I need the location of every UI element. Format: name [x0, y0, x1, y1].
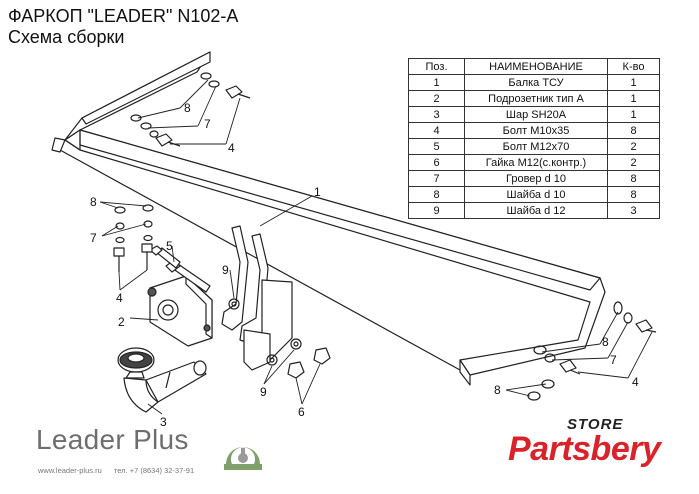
- callout-6: 6: [298, 405, 305, 419]
- callout-labels: 1 2 3 4 4 4 5 6 7 7 7 8 8 8 8 9 9: [90, 101, 639, 429]
- cell-position: 6: [408, 154, 465, 171]
- watermark-partsbery: Partsbery: [508, 430, 661, 468]
- callout-1: 1: [314, 185, 321, 199]
- header-name: НАИМЕНОВАНИЕ: [464, 58, 608, 75]
- diagram-title: ФАРКОП "LEADER" N102-A: [8, 6, 239, 26]
- cell-name: Гровер d 10: [464, 170, 608, 187]
- cell-quantity: 8: [607, 122, 660, 139]
- bolt-m12-group: [149, 245, 211, 293]
- cell-position: 2: [408, 90, 465, 107]
- cell-position: 9: [408, 202, 465, 219]
- table-header-row: Поз. НАИМЕНОВАНИЕ К-во: [408, 58, 660, 75]
- callout-5: 5: [166, 239, 173, 253]
- socket-plate: [147, 275, 213, 347]
- right-fasteners: [527, 301, 657, 401]
- callout-4-right: 4: [632, 375, 639, 389]
- callout-8-left: 8: [90, 195, 97, 209]
- cell-position: 7: [408, 170, 465, 187]
- callout-2: 2: [118, 315, 125, 329]
- cell-name: Подрозетник тип А: [464, 90, 608, 107]
- cell-quantity: 8: [607, 170, 660, 187]
- brand-name: Leader Plus: [36, 424, 189, 455]
- cell-quantity: 2: [607, 138, 660, 155]
- callout-8-bottom: 8: [494, 383, 501, 397]
- header-position: Поз.: [408, 58, 465, 75]
- callout-8-right: 8: [602, 335, 609, 349]
- cell-quantity: 1: [607, 90, 660, 107]
- mounting-brackets: [221, 225, 293, 371]
- callout-4-top: 4: [228, 141, 235, 155]
- callout-7-top: 7: [204, 117, 211, 131]
- cell-position: 3: [408, 106, 465, 123]
- diagram-subtitle: Схема сборки: [8, 27, 125, 47]
- cell-name: Болт М10х35: [464, 122, 608, 139]
- cell-name: Гайка М12(с.контр.): [464, 154, 608, 171]
- callout-7-left: 7: [90, 231, 97, 245]
- callout-4-left: 4: [116, 291, 123, 305]
- left-fasteners: [113, 204, 154, 272]
- watermark-store: STORE: [567, 416, 624, 433]
- callout-9-upper: 9: [222, 263, 229, 277]
- brand-website: www.leader-plus.ru: [38, 466, 102, 475]
- callout-8-top: 8: [184, 101, 191, 115]
- cell-position: 5: [408, 138, 465, 155]
- header-quantity: К-во: [607, 58, 660, 75]
- cell-position: 8: [408, 186, 465, 203]
- cell-name: Шайба d 10: [464, 186, 608, 203]
- cell-quantity: 2: [607, 154, 660, 171]
- tow-ball: [117, 347, 207, 413]
- callout-3: 3: [160, 415, 167, 429]
- callout-9-lower: 9: [260, 385, 267, 399]
- cell-quantity: 8: [607, 186, 660, 203]
- brand-phone: тел. +7 (8634) 32-37-91: [113, 466, 195, 475]
- brand-contacts: www.leader-plus.ru тел. +7 (8634) 32-37-…: [38, 466, 204, 475]
- cell-quantity: 1: [607, 106, 660, 123]
- cell-name: Болт М12х70: [464, 138, 608, 155]
- leader-plus-logo-icon: [224, 447, 262, 470]
- cell-position: 1: [408, 74, 465, 91]
- cell-name: Балка ТСУ: [464, 74, 608, 91]
- leader-lines: [99, 79, 653, 415]
- cell-quantity: 3: [607, 202, 660, 219]
- cell-quantity: 1: [607, 74, 660, 91]
- callout-7-right: 7: [610, 353, 617, 367]
- cell-name: Шайба d 12: [464, 202, 608, 219]
- cell-name: Шар SH20A: [464, 106, 608, 123]
- washers-nuts: [228, 298, 331, 379]
- cell-position: 4: [408, 122, 465, 139]
